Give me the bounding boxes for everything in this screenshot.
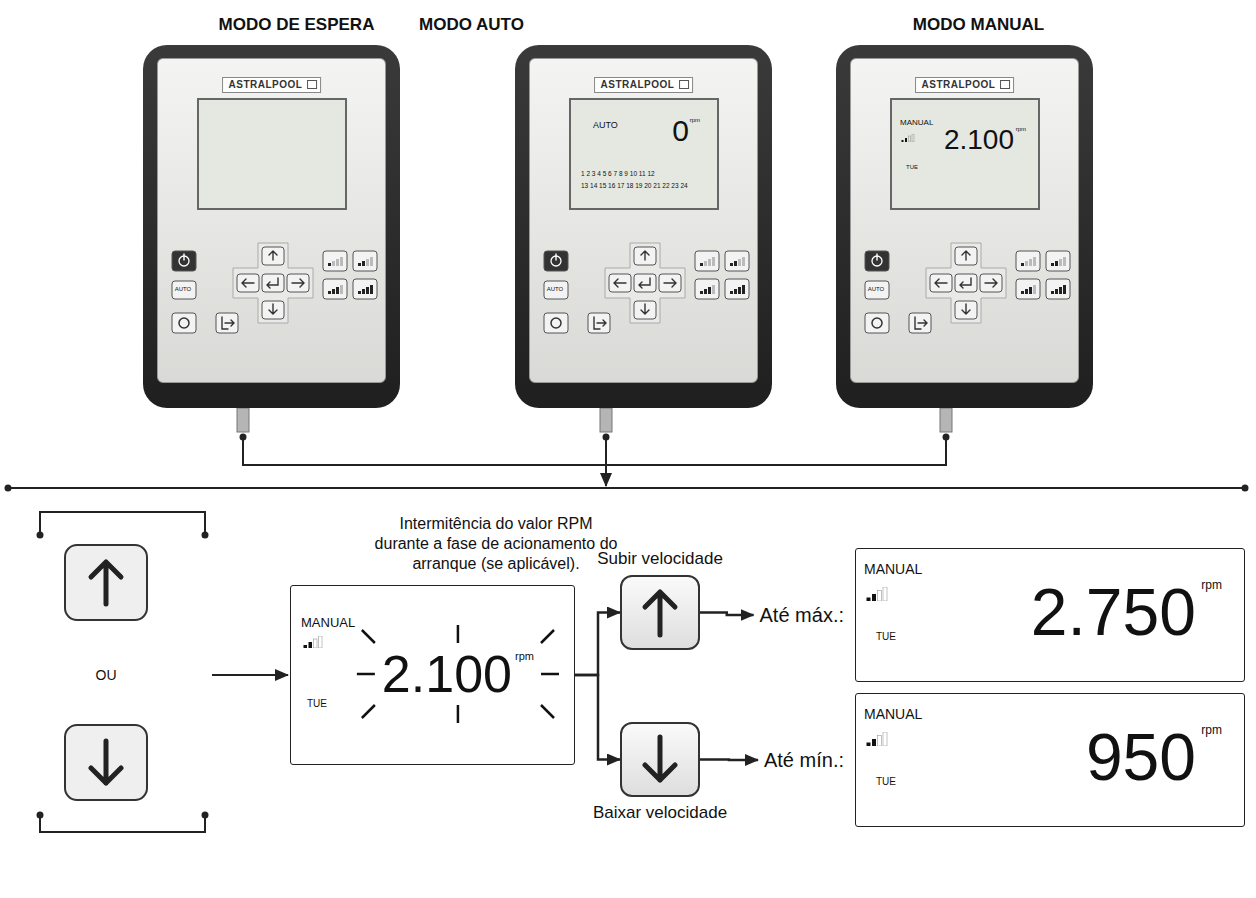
controller-device: MODO AUTOASTRALPOOLAUTO0rpm1 2 3 4 5 6 7… xyxy=(515,45,772,408)
caption: Intermitência do valor RPM durante a fas… xyxy=(371,514,621,574)
brand-logo: ASTRALPOOL xyxy=(594,77,694,93)
rpm-unit: rpm xyxy=(1016,126,1026,133)
hour-row: 1 2 3 4 5 6 7 8 9 10 11 12 xyxy=(581,170,655,177)
day-label: TUE xyxy=(307,698,327,710)
day-label: TUE xyxy=(876,776,896,788)
arrow-icon xyxy=(622,577,698,648)
mode-label: MANUAL xyxy=(301,616,355,631)
button-caption: Baixar velocidade xyxy=(593,803,727,823)
lcd-display: MANUAL 2.100rpmTUE xyxy=(890,98,1040,210)
mode-label: MANUAL xyxy=(864,561,922,577)
cable xyxy=(600,408,612,432)
flow-arrow xyxy=(700,758,758,761)
rpm-unit: rpm xyxy=(1201,724,1222,738)
signal-icon xyxy=(866,732,888,746)
or-label: OU xyxy=(96,668,117,682)
flow-arrow xyxy=(575,675,620,760)
rpm-value: 2.100 xyxy=(382,648,512,700)
brand-icon xyxy=(679,80,689,89)
rpm-value: 0 xyxy=(672,116,689,146)
key-label: AUTO xyxy=(175,286,192,292)
key-label: AUTO xyxy=(547,286,564,292)
key-label: AUTO xyxy=(868,286,885,292)
flow-arrow xyxy=(575,613,620,676)
lcd-display: AUTO 0rpm 1 2 3 4 5 6 7 8 9 10 11 12 13 14 … xyxy=(569,98,719,210)
lcd-display: Até mín.:MANUAL950rpmTUE xyxy=(855,693,1245,827)
rpm-unit: rpm xyxy=(515,650,534,663)
mode-title: MODO MANUAL xyxy=(913,15,1044,35)
rpm-unit: rpm xyxy=(1201,579,1222,593)
signal-icon xyxy=(866,587,888,601)
flow-arrow xyxy=(700,613,754,616)
key-button: Baixar velocidade xyxy=(620,722,700,797)
day-label: TUE xyxy=(876,631,896,643)
hour-row: 13 14 15 16 17 18 19 20 21 22 23 24 xyxy=(581,182,688,189)
rpm-value: 2.750 xyxy=(1031,579,1196,645)
mode-label: MANUAL xyxy=(864,706,922,722)
brand-icon xyxy=(1000,80,1010,89)
brand-icon xyxy=(307,80,317,89)
brand-logo: ASTRALPOOL xyxy=(222,77,322,93)
cable xyxy=(237,408,249,432)
key-button: Subir velocidade xyxy=(620,575,700,650)
lcd-screen xyxy=(197,98,347,210)
up-button xyxy=(65,545,147,620)
bracket xyxy=(8,437,1245,832)
controller-device: MODO DE ESPERAASTRALPOOL xyxy=(143,45,400,408)
rpm-unit: rpm xyxy=(690,117,700,124)
mode-title: MODO DE ESPERA xyxy=(219,15,375,35)
brand-logo: ASTRALPOOL xyxy=(915,77,1015,93)
controller-device: MODO MANUALASTRALPOOLMANUAL2.100rpmTUE xyxy=(836,45,1093,408)
day-label: TUE xyxy=(906,164,918,171)
button-caption: Subir velocidade xyxy=(597,549,723,569)
down-button xyxy=(65,725,147,800)
lcd-display: Intermitência do valor RPM durante a fas… xyxy=(290,585,575,765)
mode-label: MANUAL xyxy=(900,118,933,127)
signal-icon xyxy=(901,134,915,142)
mode-title: MODO AUTO xyxy=(419,15,524,35)
rpm-value: 950 xyxy=(1086,724,1196,790)
cable xyxy=(940,408,952,432)
signal-icon xyxy=(303,636,323,648)
limit-label: Até máx.: xyxy=(760,604,844,627)
arrow-icon xyxy=(622,724,698,795)
lcd-display: Até máx.:MANUAL2.750rpmTUE xyxy=(855,548,1245,682)
mode-label: AUTO xyxy=(593,120,618,130)
limit-label: Até mín.: xyxy=(764,749,844,772)
rpm-value: 2.100 xyxy=(944,126,1014,154)
